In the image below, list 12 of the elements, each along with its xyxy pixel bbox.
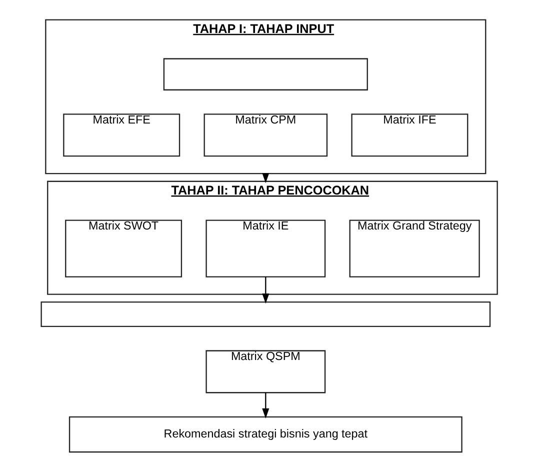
node-box: Matrix SWOT (64, 220, 182, 278)
node-box: Matrix EFE (62, 114, 180, 157)
node-box (162, 58, 368, 90)
node-box: Rekomendasi strategi bisnis yang tepat (68, 416, 462, 453)
arrow (262, 392, 269, 419)
node-box: Matrix QSPM (205, 350, 326, 394)
node-box: Matrix IE (205, 220, 326, 278)
node-box: Matrix CPM (203, 114, 328, 157)
node-box: Matrix Grand Strategy (348, 220, 480, 278)
arrow (262, 276, 269, 304)
node-box: Matrix IFE (350, 114, 468, 157)
node-box (40, 302, 490, 327)
